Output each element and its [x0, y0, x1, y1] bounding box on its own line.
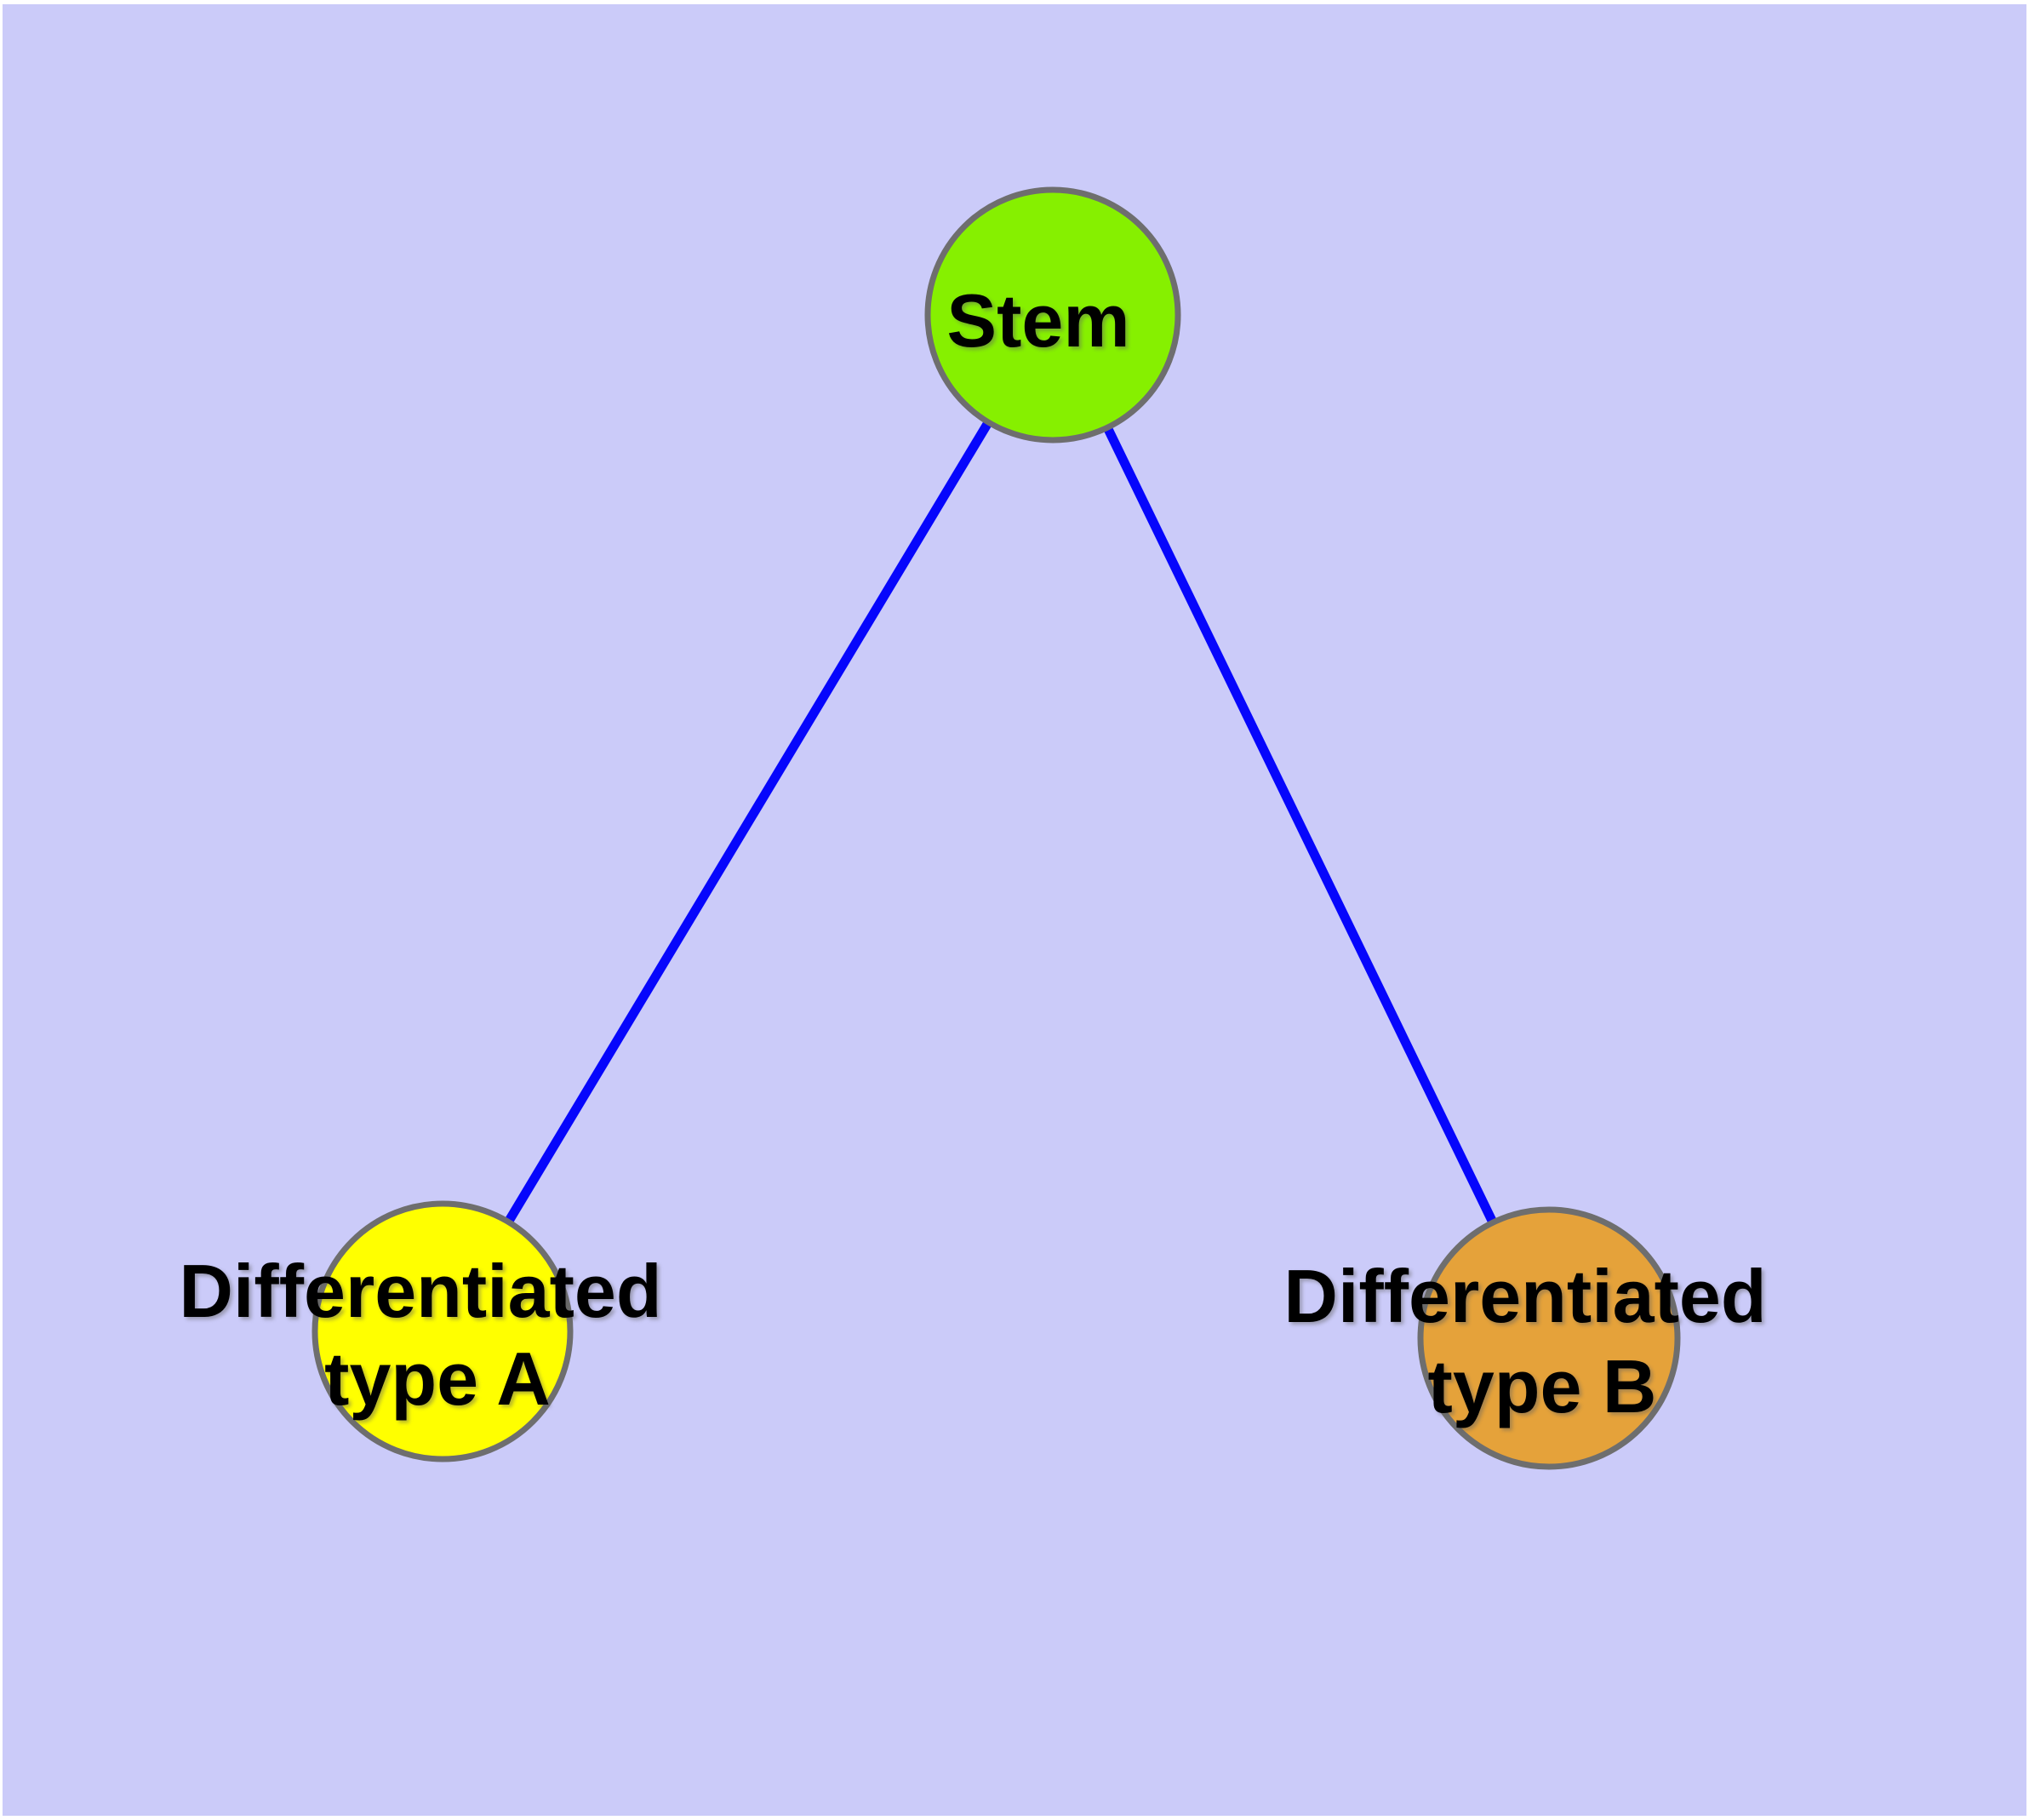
node-label-differentiated-type-b-line1: Differentiated [1283, 1254, 1766, 1338]
node-label-differentiated-type-b-line2: type B [1428, 1344, 1657, 1428]
node-differentiated-type-a [311, 1200, 574, 1462]
node-differentiated-type-b [1417, 1206, 1681, 1470]
node-label-differentiated-type-a-line1: Differentiated [179, 1249, 661, 1333]
node-label-stem: Stem [946, 278, 1129, 363]
edge-stem-to-type-a [438, 312, 1057, 1334]
edge-stem-to-type-b [1049, 312, 1553, 1341]
node-stem [924, 186, 1181, 444]
node-label-differentiated-type-a-line2: type A [324, 1336, 551, 1421]
